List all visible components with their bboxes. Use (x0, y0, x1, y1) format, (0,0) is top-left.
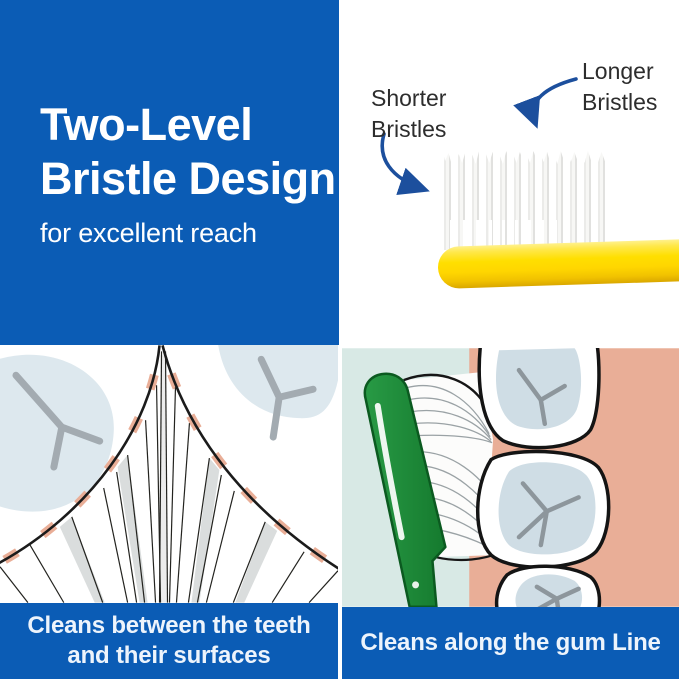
brush-diagram-panel: Shorter Bristles Longer Bristles (339, 0, 679, 345)
between-teeth-illustration (0, 345, 338, 604)
curved-arrow-icon-shorter (380, 132, 430, 195)
annotation-arrows (380, 77, 578, 195)
subtitle: for excellent reach (40, 218, 257, 248)
right-tooth-shade (218, 345, 338, 419)
gum-line-illustration (342, 348, 679, 607)
longer-bristles-label: Longer Bristles (582, 56, 657, 118)
headline-panel: Two-Level Bristle Design for excellent r… (0, 0, 339, 345)
gum-line-caption: Cleans along the gum Line (360, 629, 661, 656)
bristle-fan (0, 351, 338, 604)
shorter-label-line2: Bristles (371, 116, 447, 142)
right-tooth-fissure (257, 355, 317, 441)
title-line-2: Bristle Design (40, 153, 336, 204)
longer-label-line2: Bristles (582, 89, 658, 115)
curved-arrow-icon-longer (513, 77, 578, 129)
between-teeth-panel: Cleans between the teeth and their surfa… (0, 345, 338, 679)
longer-label-line1: Longer (582, 58, 654, 84)
between-teeth-caption-line1: Cleans between the teeth (27, 612, 311, 639)
left-tooth-fissure (12, 371, 104, 471)
title-line-1: Two-Level (40, 99, 253, 150)
green-toothbrush-handle (363, 372, 447, 607)
shorter-bristles-label: Shorter Bristles (371, 83, 446, 145)
tooth-contact-outlines (0, 345, 338, 570)
gum-line-caption-bar: Cleans along the gum Line (342, 607, 679, 679)
headline-text-block: Two-Level Bristle Design for excellent r… (40, 98, 336, 249)
between-teeth-caption-line2: and their surfaces (67, 642, 271, 669)
handle-highlight (374, 402, 405, 541)
teeth-fissures (516, 367, 581, 607)
gum-line-panel: Cleans along the gum Line (342, 345, 679, 679)
shorter-label-line1: Shorter (371, 85, 447, 111)
between-teeth-caption-bar: Cleans between the teeth and their surfa… (0, 603, 338, 679)
